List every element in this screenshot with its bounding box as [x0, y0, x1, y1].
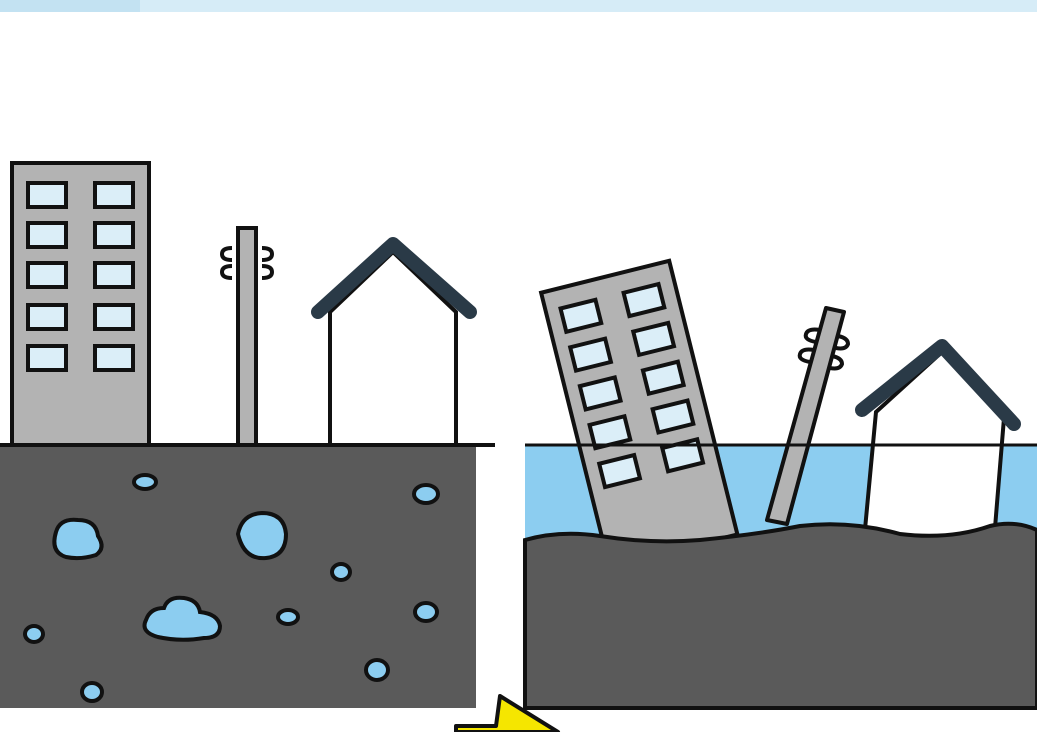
utility-pole-icon [222, 228, 272, 445]
right-scene [525, 261, 1037, 708]
liquefied-ground-icon [525, 524, 1037, 708]
top-band-highlight [0, 0, 140, 12]
building-icon [12, 163, 149, 445]
sinking-house-icon [862, 346, 1014, 540]
house-icon [318, 244, 470, 445]
ground-icon [0, 446, 476, 708]
top-band [0, 0, 1037, 12]
left-scene [0, 163, 495, 708]
